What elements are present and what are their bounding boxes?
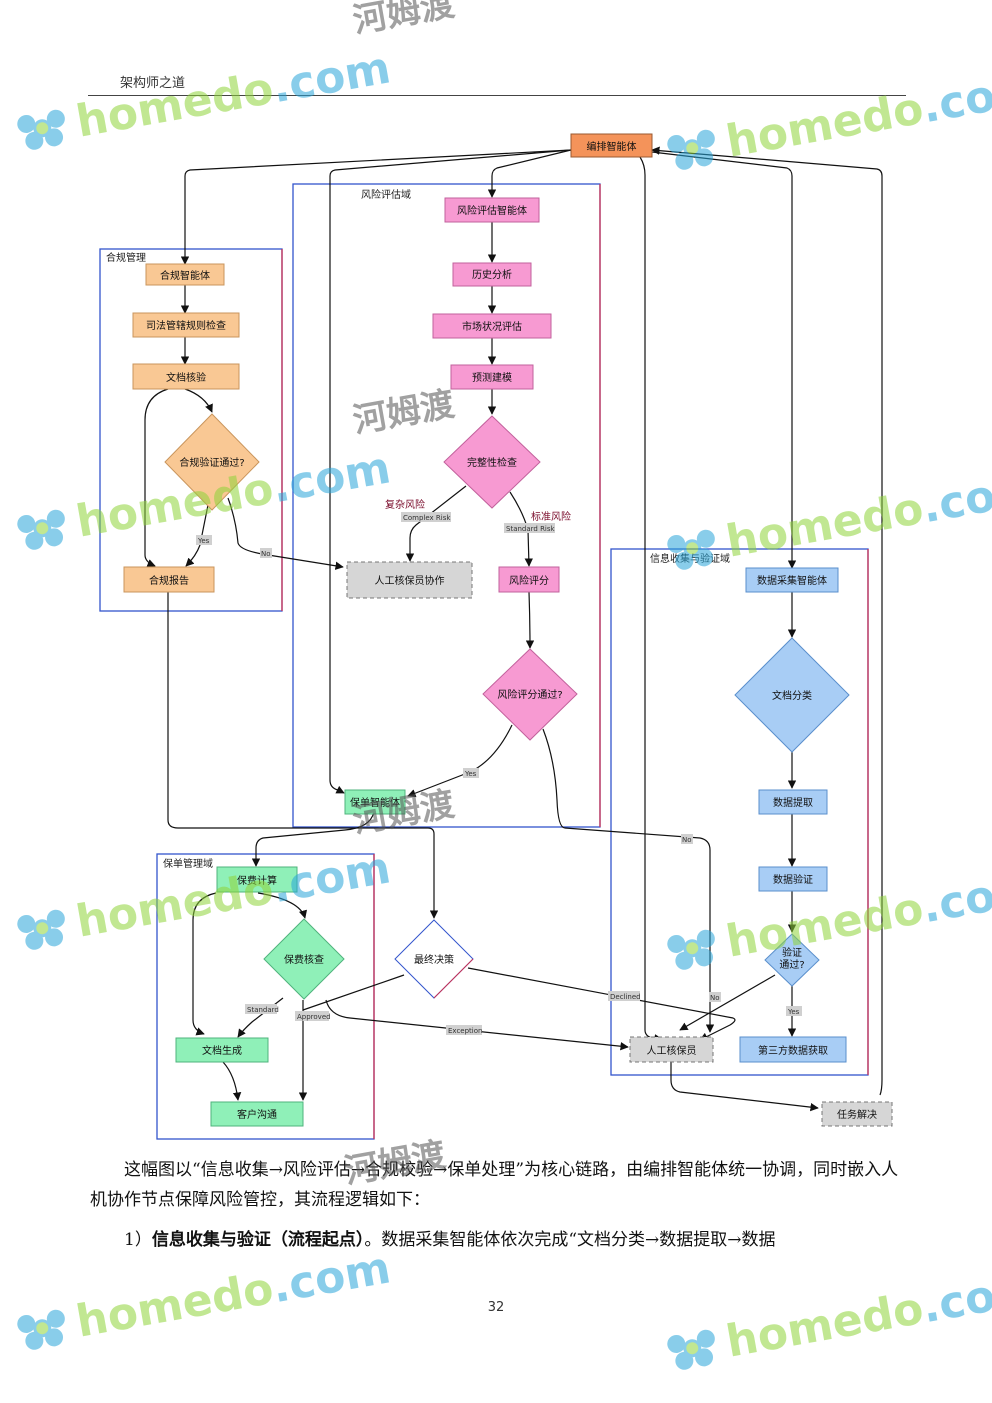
node-risk-score: 风险评分 [498, 566, 560, 593]
node-orchestrator: 编排智能体 [570, 133, 653, 158]
label-standard: Standard [247, 1006, 279, 1014]
node-policy-agent: 保单智能体 [344, 789, 406, 815]
node-data-collect-agent: 数据采集智能体 [745, 567, 839, 593]
label-no-verify: No [710, 994, 720, 1002]
node-human-underwriter-collab: 人工核保员协作 [346, 561, 473, 599]
flowchart-diagram: 合规管理 风险评估域 信息收集与验证域 保单管理域 [99, 133, 893, 1140]
watermark-8: homedo.com [667, 1262, 992, 1370]
svg-text:合规报告: 合规报告 [149, 574, 189, 587]
svg-text:文档核验: 文档核验 [166, 371, 206, 384]
edge-labels: 复杂风险 Complex Risk 标准风险 Standard Risk Yes… [196, 498, 802, 1035]
node-compliance-report: 合规报告 [123, 566, 215, 593]
label-exception: Exception [448, 1027, 482, 1035]
svg-text:客户沟通: 客户沟通 [237, 1108, 277, 1121]
node-compliance-agent: 合规智能体 [145, 263, 225, 286]
node-predict-model: 预测建模 [450, 364, 534, 390]
label-yes-compliance: Yes [197, 537, 210, 545]
node-task-resolve: 任务解决 [821, 1101, 893, 1127]
label-approved: Approved [297, 1013, 331, 1021]
svg-text:通过?: 通过? [779, 958, 804, 971]
svg-text:历史分析: 历史分析 [472, 268, 512, 281]
step1-text: 。数据采集智能体依次完成“文档分类→数据提取→数据 [364, 1230, 776, 1250]
page-number: 32 [487, 1300, 505, 1315]
svg-text:预测建模: 预测建模 [472, 371, 512, 384]
node-verify-pass: 验证 通过? [764, 933, 820, 987]
header-rule [88, 95, 906, 96]
svg-text:任务解决: 任务解决 [837, 1108, 877, 1121]
domain-risk: 风险评估域 [292, 183, 601, 828]
svg-text:风险评分通过?: 风险评分通过? [497, 688, 562, 701]
book-title: 架构师之道 [120, 76, 186, 91]
domain-policy: 保单管理域 [156, 853, 375, 1140]
watermark-flower-icon [667, 1329, 715, 1370]
label-standard-en: Standard Risk [506, 525, 556, 533]
step1-prefix: 1） [124, 1230, 152, 1250]
svg-text:数据提取: 数据提取 [773, 796, 813, 809]
svg-text:市场状况评估: 市场状况评估 [462, 320, 522, 333]
svg-text:文档分类: 文档分类 [772, 689, 812, 702]
svg-text:保费核查: 保费核查 [284, 953, 324, 966]
domain-policy-label: 保单管理域 [163, 857, 213, 870]
node-premium-calc: 保费计算 [216, 866, 298, 893]
node-data-verify: 数据验证 [758, 866, 828, 892]
node-risk-score-pass: 风险评分通过? [482, 648, 578, 741]
svg-text:风险评估智能体: 风险评估智能体 [457, 204, 527, 217]
label-standard-cn: 标准风险 [531, 510, 571, 523]
svg-text:保单智能体: 保单智能体 [350, 796, 400, 809]
paragraph-step1: 1）信息收集与验证（流程起点）。数据采集智能体依次完成“文档分类→数据提取→数据 [90, 1225, 904, 1255]
svg-text:数据采集智能体: 数据采集智能体 [757, 574, 827, 587]
node-history-analysis: 历史分析 [452, 262, 532, 287]
svg-text:文档生成: 文档生成 [202, 1044, 242, 1057]
domain-compliance-label: 合规管理 [106, 251, 146, 264]
svg-text:homedo.com: homedo.com [72, 1242, 394, 1347]
nodes: 编排智能体 合规智能体 司法管辖规则检查 文档核验 合规验证通过? 合规报告 风… [123, 133, 893, 1127]
node-risk-agent: 风险评估智能体 [444, 197, 540, 223]
edges [144, 146, 883, 1112]
node-final-decision: 最终决策 [394, 919, 474, 999]
node-data-extract: 数据提取 [758, 789, 828, 815]
svg-text:合规智能体: 合规智能体 [160, 269, 210, 282]
step1-heading: 信息收集与验证（流程起点） [151, 1230, 365, 1250]
node-doc-classify: 文档分类 [734, 637, 850, 753]
svg-text:验证: 验证 [782, 946, 802, 959]
svg-text:司法管辖规则检查: 司法管辖规则检查 [146, 319, 226, 332]
label-complex-cn: 复杂风险 [385, 498, 425, 511]
svg-text:风险评分: 风险评分 [509, 574, 549, 587]
node-premium-review: 保费核查 [263, 918, 345, 1000]
label-declined: Declined [610, 993, 641, 1001]
domain-risk-label: 风险评估域 [361, 188, 411, 201]
svg-text:合规验证通过?: 合规验证通过? [179, 456, 244, 469]
svg-text:人工核保员: 人工核保员 [647, 1044, 697, 1057]
node-completeness-check: 完整性检查 [443, 415, 541, 509]
node-compliance-pass: 合规验证通过? [164, 413, 260, 511]
paragraph-intro: 这幅图以“信息收集→风险评估→合规校验→保单处理”为核心链路，由编排智能体统一协… [90, 1160, 899, 1210]
label-no-compliance: No [261, 550, 271, 558]
svg-text:第三方数据获取: 第三方数据获取 [758, 1044, 828, 1057]
svg-text:最终决策: 最终决策 [414, 953, 454, 966]
label-yes-verify: Yes [787, 1008, 800, 1016]
node-human-underwriter: 人工核保员 [629, 1036, 714, 1063]
label-complex-en: Complex Risk [403, 514, 451, 522]
node-customer-comm: 客户沟通 [210, 1101, 304, 1127]
domain-compliance: 合规管理 [99, 248, 283, 612]
svg-text:完整性检查: 完整性检查 [467, 456, 517, 469]
node-doc-generate: 文档生成 [175, 1037, 269, 1063]
label-yes-risk: Yes [464, 770, 477, 778]
svg-text:数据验证: 数据验证 [773, 873, 813, 886]
node-jurisdiction-check: 司法管辖规则检查 [132, 312, 240, 338]
svg-text:编排智能体: 编排智能体 [587, 140, 637, 153]
svg-text:保费计算: 保费计算 [237, 874, 277, 887]
label-no-risk: No [682, 836, 692, 844]
domain-info-label: 信息收集与验证域 [650, 552, 730, 565]
node-doc-verify: 文档核验 [132, 363, 240, 390]
node-third-party: 第三方数据获取 [739, 1036, 847, 1063]
svg-text:人工核保员协作: 人工核保员协作 [375, 574, 445, 587]
node-market-eval: 市场状况评估 [432, 313, 552, 339]
svg-text:homedo.com: homedo.com [722, 1262, 992, 1367]
